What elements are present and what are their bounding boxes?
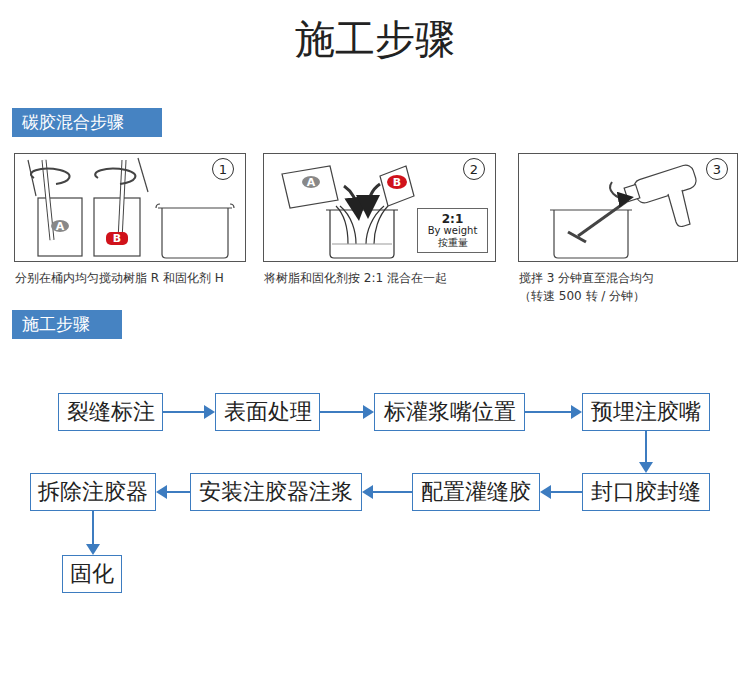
node-text: 拆除注胶器 xyxy=(38,477,148,507)
container-label: B xyxy=(393,176,401,189)
process-box: 标灌浆嘴位置 xyxy=(374,393,525,431)
caption-text: 搅拌 3 分钟直至混合均匀 xyxy=(519,269,654,287)
process-box: 拆除注胶器 xyxy=(30,473,156,511)
node-text: 施工步骤 xyxy=(22,313,90,336)
container-label: B xyxy=(113,232,121,245)
step-caption: 分别在桶内均匀搅动树脂 R 和固化剂 H xyxy=(15,269,224,287)
node-text: 配置灌缝胶 xyxy=(421,477,531,507)
node-text: 预埋注胶嘴 xyxy=(591,397,701,427)
process-box: 表面处理 xyxy=(215,393,320,431)
node-text: 3 xyxy=(713,162,721,177)
node-text: 表面处理 xyxy=(224,397,312,427)
flow-arrow xyxy=(163,405,215,419)
node-text: 封口胶封缝 xyxy=(591,477,701,507)
flow-arrow xyxy=(86,511,100,555)
section-band: 碳胶混合步骤 xyxy=(12,108,162,137)
node-text: 固化 xyxy=(70,559,114,589)
node-text: 裂缝标注 xyxy=(67,397,155,427)
caption-text: 分别在桶内均匀搅动树脂 R 和固化剂 H xyxy=(15,269,224,287)
process-box: 固化 xyxy=(62,555,122,593)
flow-arrow xyxy=(362,485,412,499)
step-caption: 将树脂和固化剂按 2:1 混合在一起 xyxy=(264,269,447,287)
process-box: 预埋注胶嘴 xyxy=(582,393,710,431)
caption-text: （转速 500 转 / 分钟） xyxy=(519,287,654,305)
flow-arrow xyxy=(156,485,190,499)
node-text: 按重量 xyxy=(438,237,468,249)
process-box: 配置灌缝胶 xyxy=(412,473,540,511)
node-text: By weight xyxy=(428,225,478,237)
node-text: 标灌浆嘴位置 xyxy=(384,397,516,427)
step-number: 2 xyxy=(463,158,485,180)
container-label: A xyxy=(56,220,65,233)
container-label: A xyxy=(307,176,316,189)
step-panel: 搅拌 3 分钟直至混合均匀（转速 500 转 / 分钟）3 xyxy=(518,153,738,262)
node-text: 2:1 xyxy=(442,213,464,225)
step-panel: 分别在桶内均匀搅动树脂 R 和固化剂 H1 xyxy=(14,153,246,262)
process-box: 封口胶封缝 xyxy=(582,473,710,511)
process-box: 安装注胶器注浆 xyxy=(190,473,362,511)
step-number: 3 xyxy=(706,158,728,180)
ratio-box: 2:1By weight按重量 xyxy=(417,208,488,253)
flow-arrow xyxy=(525,405,582,419)
step-panel: 将树脂和固化剂按 2:1 混合在一起22:1By weight按重量 xyxy=(263,153,496,262)
step-caption: 搅拌 3 分钟直至混合均匀（转速 500 转 / 分钟） xyxy=(519,269,654,305)
node-text: 2 xyxy=(470,162,478,177)
process-box: 裂缝标注 xyxy=(58,393,163,431)
page-title: 施工步骤 xyxy=(0,12,750,67)
step-number: 1 xyxy=(212,158,234,180)
node-text: 碳胶混合步骤 xyxy=(22,111,124,134)
section-band: 施工步骤 xyxy=(12,310,122,339)
node-text: 安装注胶器注浆 xyxy=(199,477,353,507)
flow-arrow xyxy=(540,485,582,499)
flow-arrow xyxy=(639,431,653,473)
flow-arrow xyxy=(320,405,374,419)
node-text: 1 xyxy=(219,162,227,177)
caption-text: 将树脂和固化剂按 2:1 混合在一起 xyxy=(264,269,447,287)
